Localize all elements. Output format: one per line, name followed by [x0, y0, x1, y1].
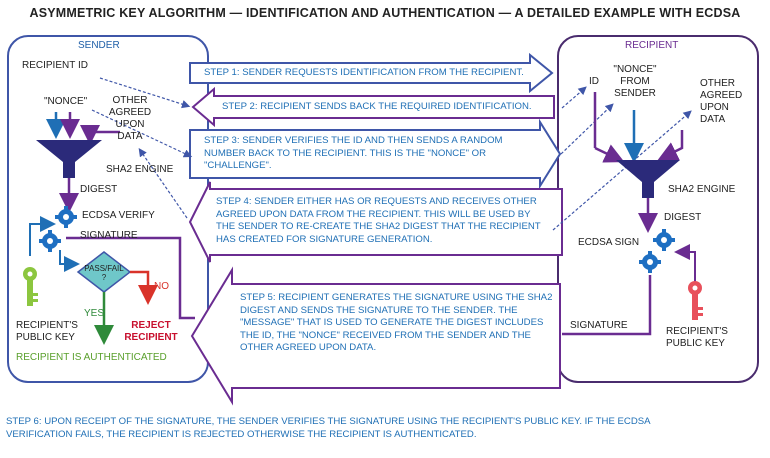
recipient-digest-label: DIGEST	[664, 212, 702, 223]
diagram-title: ASYMMETRIC KEY ALGORITHM — IDENTIFICATIO…	[29, 6, 741, 20]
recipient-signature-label: SIGNATURE	[570, 320, 628, 331]
authenticated-label: RECIPIENT IS AUTHENTICATED	[16, 352, 167, 363]
yes-label: YES	[84, 308, 105, 319]
sender-heading: SENDER	[78, 40, 120, 51]
recipient-sha2-funnel	[616, 160, 680, 198]
recipient-heading: RECIPIENT	[625, 40, 679, 51]
step3-arrow	[189, 118, 562, 190]
dashed-recipient-data-line	[552, 110, 692, 231]
dashed-data-line	[138, 148, 188, 219]
dashed-id-line	[99, 77, 191, 109]
sender-gear-signature	[39, 230, 61, 252]
recipient-gear-sign	[653, 229, 675, 251]
sender-ecdsa-verify-label: ECDSA VERIFY	[82, 210, 155, 221]
step5-text: STEP 5: RECIPIENT GENERATES THE SIGNATUR…	[240, 292, 553, 353]
dashed-recipient-id-line	[561, 86, 587, 109]
sender-gear-verify	[55, 206, 77, 228]
step6-text: STEP 6: UPON RECEIPT OF THE SIGNATURE, T…	[6, 416, 651, 440]
step2-text: STEP 2: RECIPIENT SENDS BACK THE REQUIRE…	[222, 101, 532, 112]
decision-label: PASS/FAIL ?	[84, 264, 124, 282]
sender-sha2-label: SHA2 ENGINE	[106, 164, 174, 175]
dashed-recipient-nonce-line	[560, 103, 614, 155]
recipient-id-label: ID	[589, 76, 599, 87]
no-label: NO	[154, 281, 169, 292]
sender-digest-label: DIGEST	[80, 184, 118, 195]
sender-public-key-icon	[23, 267, 38, 306]
recipient-public-key-icon	[688, 281, 703, 320]
sender-nonce-label: "NONCE"	[44, 96, 88, 107]
step4-text: STEP 4: SENDER EITHER HAS OR REQUESTS AN…	[216, 196, 541, 245]
step2-arrow	[191, 86, 555, 128]
step1-text: STEP 1: SENDER REQUESTS IDENTIFICATION F…	[204, 67, 524, 78]
recipient-gear-signature	[639, 251, 661, 273]
sender-recipient-id-label: RECIPIENT ID	[22, 60, 88, 71]
sender-sha2-funnel	[36, 140, 102, 178]
step3-text: STEP 3: SENDER VERIFIES THE ID AND THEN …	[204, 135, 503, 171]
step4-arrow	[188, 181, 563, 263]
recipient-ecdsa-sign-label: ECDSA SIGN	[578, 237, 640, 248]
recipient-sha2-label: SHA2 ENGINE	[668, 184, 736, 195]
step5-arrow	[190, 266, 561, 406]
step1-arrow	[189, 52, 554, 94]
sender-signature-label: SIGNATURE	[80, 230, 138, 241]
dashed-nonce-line	[91, 109, 193, 158]
